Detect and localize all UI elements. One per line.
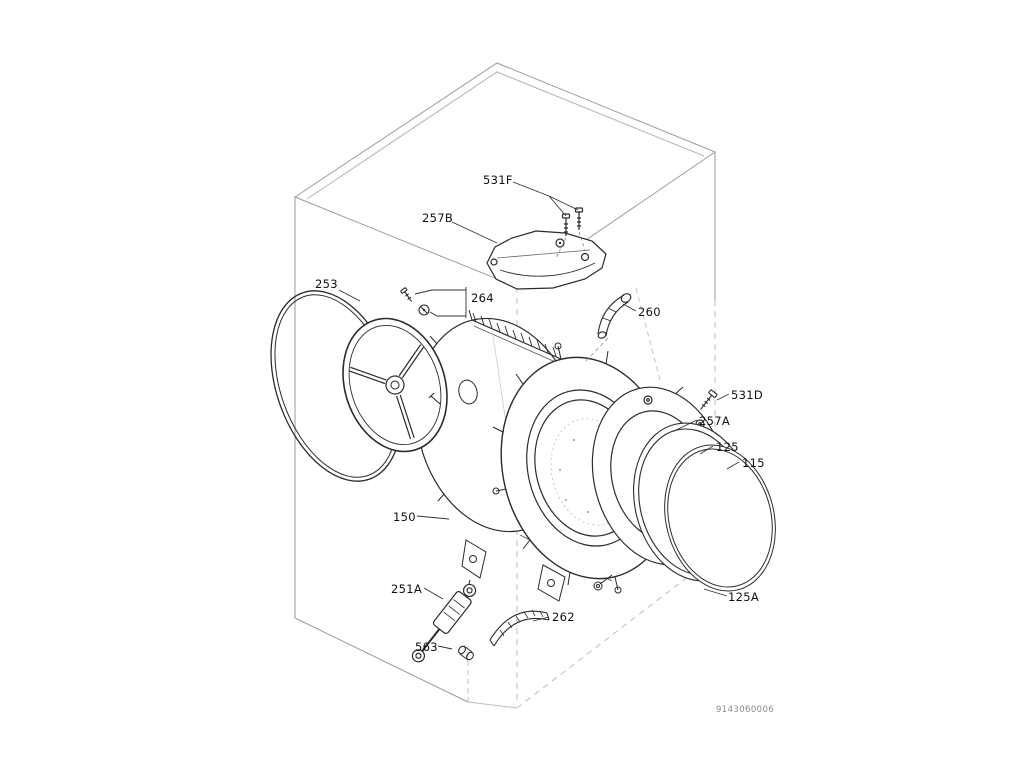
pulley <box>342 317 448 453</box>
tub-top-ribs <box>472 312 557 357</box>
part-label-257B: 257B <box>422 211 454 225</box>
screws-531f <box>555 207 586 259</box>
part-label-115: 115 <box>742 456 765 470</box>
screw-531d <box>700 389 718 410</box>
part-label-125A: 125A <box>728 590 760 604</box>
part-label-150: 150 <box>393 510 416 524</box>
shock-absorber-251a <box>411 583 477 663</box>
part-label-257A: 257A <box>699 414 731 428</box>
part-label-251A: 251A <box>391 582 423 596</box>
part-label-125: 125 <box>716 440 739 454</box>
fasteners-264 <box>400 287 430 316</box>
pin-563 <box>458 645 474 661</box>
part-label-264: 264 <box>471 291 494 305</box>
hose-260 <box>584 293 632 363</box>
part-label-260: 260 <box>638 305 661 319</box>
part-label-563: 563 <box>415 640 438 654</box>
document-code: 9143060006 <box>716 705 775 715</box>
clamp-ring-115 <box>664 444 776 592</box>
part-label-253: 253 <box>315 277 338 291</box>
pulley-bolt <box>428 392 441 405</box>
part-label-531D: 531D <box>731 388 764 402</box>
counterweight-257b <box>486 230 607 290</box>
part-label-262: 262 <box>552 610 575 624</box>
part-label-531F: 531F <box>483 173 513 187</box>
leader-lines <box>338 181 740 650</box>
